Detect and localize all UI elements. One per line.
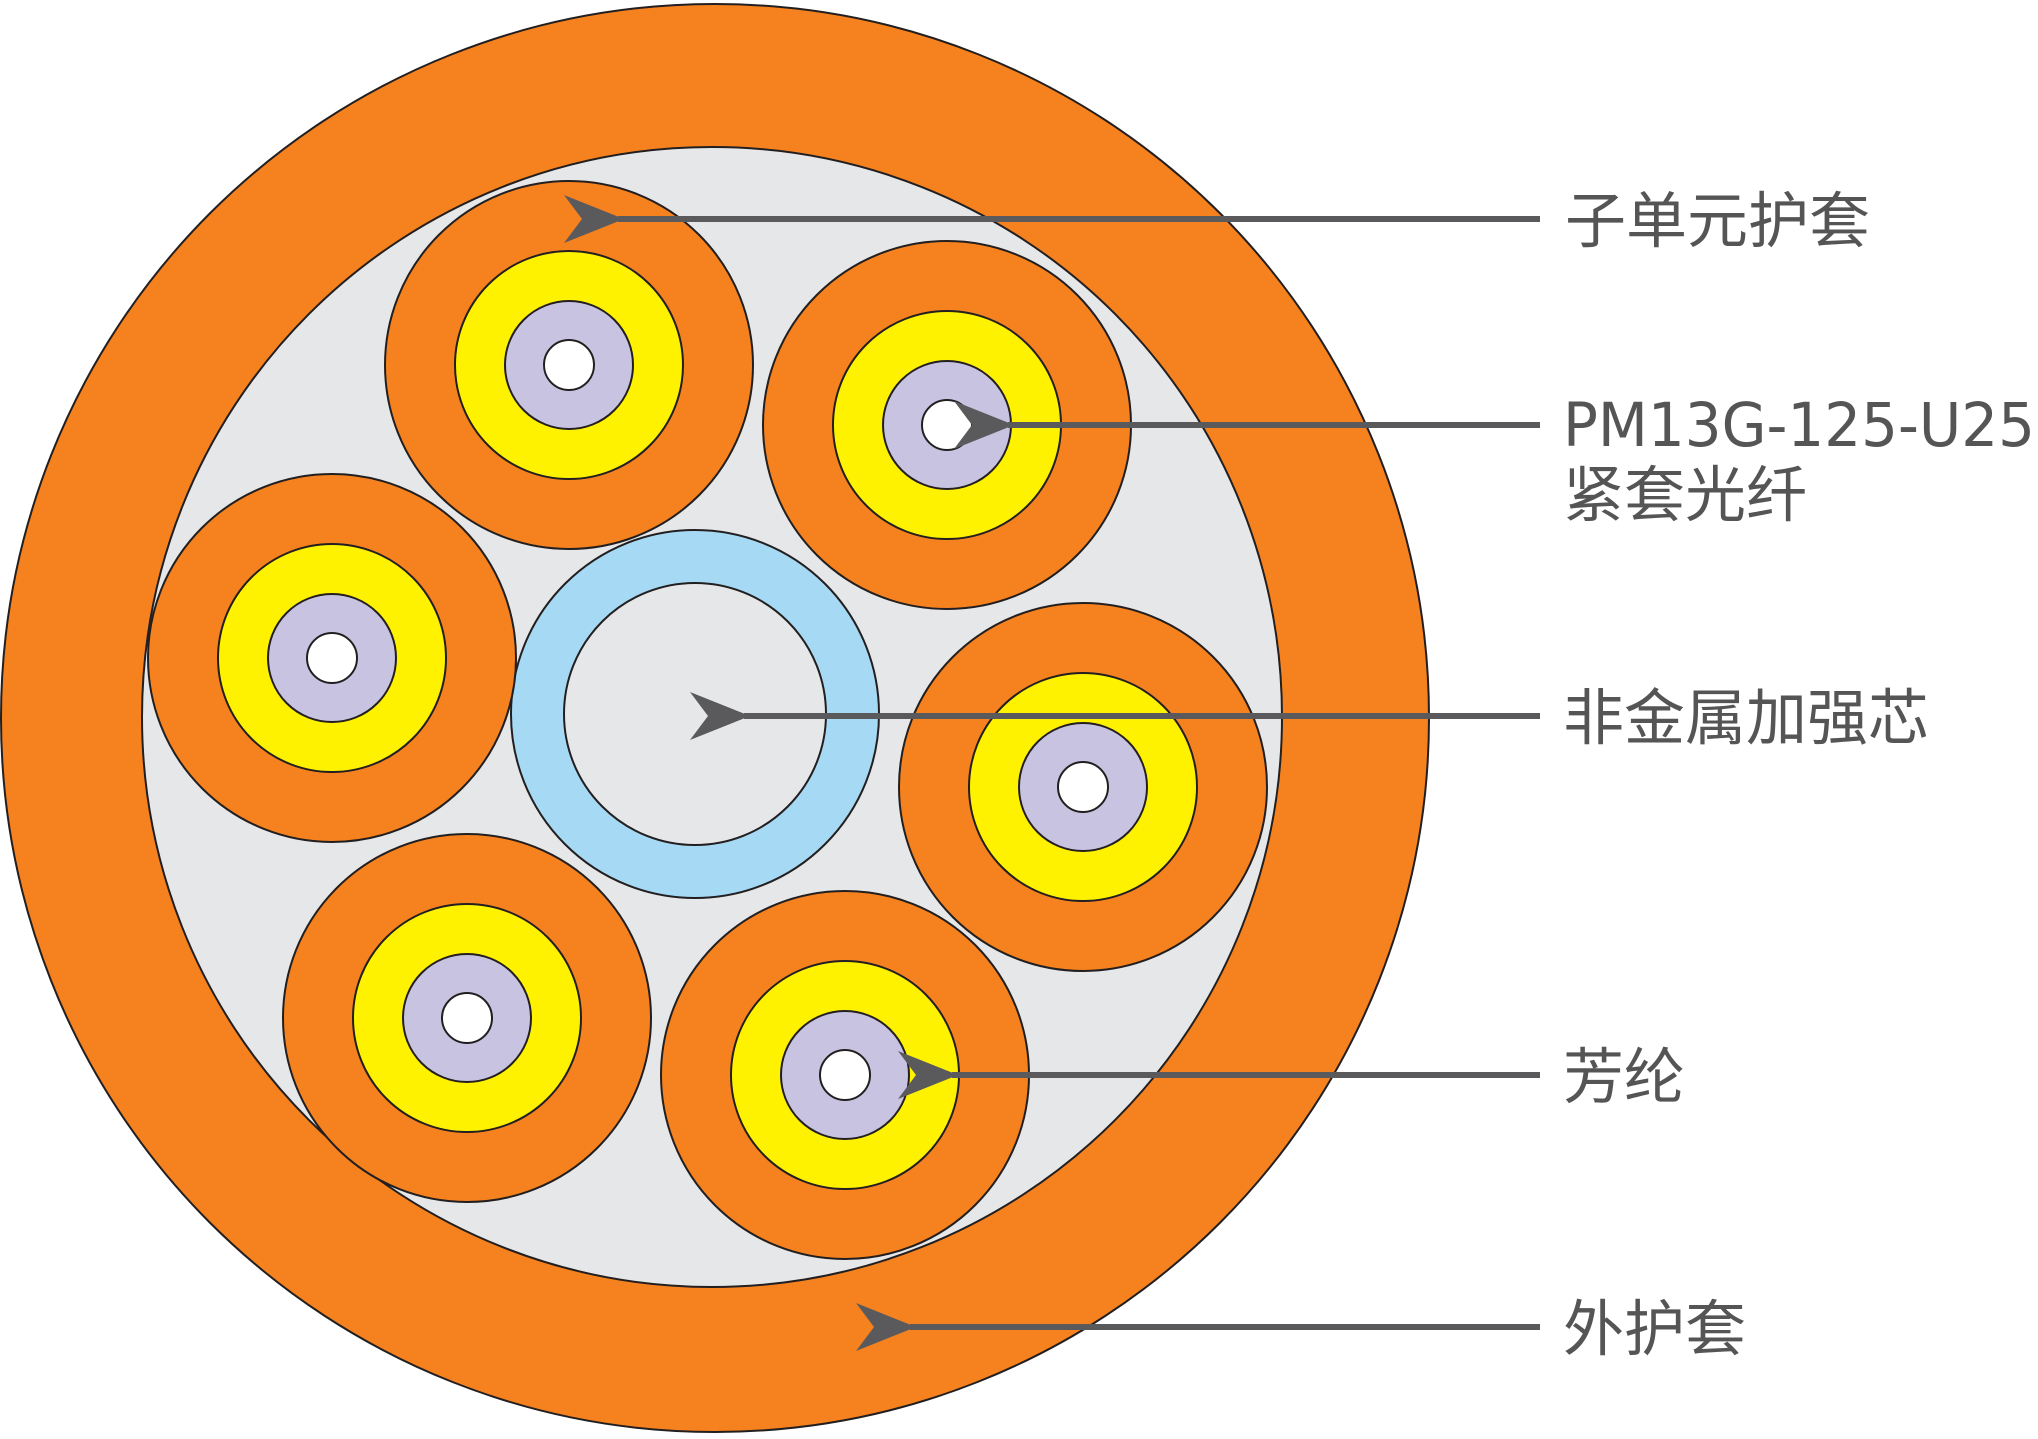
fiber-subunit-3: [147, 473, 517, 843]
leader-arrows: [564, 195, 1540, 1351]
fiber-core: [819, 1049, 871, 1101]
fiber-core: [306, 632, 358, 684]
subunit-group: [147, 180, 1268, 1260]
fiber-subunit-2: [762, 240, 1132, 610]
label-tight-buffered-fiber: 紧套光纤: [1563, 460, 1807, 531]
fiber-core: [543, 339, 595, 391]
label-aramid: 芳纶: [1563, 1042, 1685, 1113]
fiber-core: [441, 992, 493, 1044]
label-fiber-model: PM13G-125-U25: [1563, 390, 2035, 461]
fiber-core: [921, 399, 973, 451]
fiber-subunit-4: [898, 602, 1268, 972]
fiber-subunit-5: [282, 833, 652, 1203]
label-outer-jacket: 外护套: [1563, 1294, 1746, 1365]
fiber-core: [1057, 761, 1109, 813]
label-subunit-jacket: 子单元护套: [1565, 186, 1870, 257]
label-strength-member: 非金属加强芯: [1563, 683, 1929, 754]
fiber-subunit-1: [384, 180, 754, 550]
fiber-subunit-6: [660, 890, 1030, 1260]
